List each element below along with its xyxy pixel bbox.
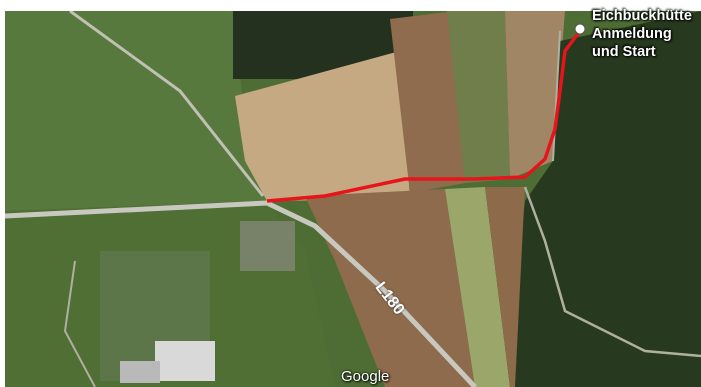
satellite-map[interactable]: L180 Google: [5, 11, 701, 387]
track-north: [552, 30, 561, 162]
meadow-upper-left: [5, 11, 267, 211]
map-imagery: [5, 11, 701, 387]
callout-hut-name: Eichbuckhütte: [592, 8, 692, 24]
forest: [505, 11, 701, 387]
route-line: [266, 29, 582, 203]
field-brown-lower: [305, 189, 475, 387]
field-tan-top: [505, 11, 565, 179]
road-l180: [5, 200, 477, 387]
callout-start: und Start: [592, 44, 656, 60]
start-callout: Eichbuckhütte Anmeldung und Start: [592, 7, 701, 61]
building-roof-2: [120, 361, 160, 383]
road-east: [523, 186, 701, 358]
field-stripe: [447, 11, 510, 183]
google-attribution: Google: [341, 368, 390, 385]
farm-buildings: [240, 221, 295, 271]
field-brown-strip: [485, 187, 525, 387]
marker-icon: [574, 23, 586, 35]
field-green-strip: [445, 187, 510, 387]
field-light: [235, 51, 410, 201]
road-north: [69, 11, 265, 197]
building-roof: [155, 341, 215, 381]
road-village: [63, 260, 96, 387]
field-brown-top: [390, 11, 465, 193]
callout-registration: Anmeldung: [592, 26, 672, 42]
